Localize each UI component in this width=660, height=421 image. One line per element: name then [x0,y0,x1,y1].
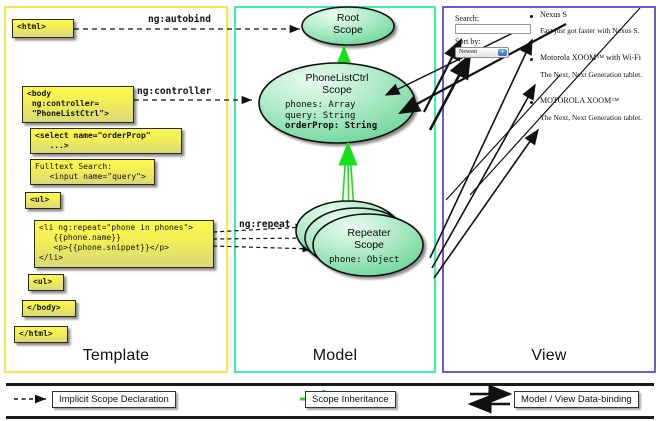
phone-name: Nexus S [540,10,567,19]
chevron-down-icon[interactable]: ▾ [498,49,507,56]
repeater-scope-ellipse-front [312,213,424,277]
legend-divider-top [6,383,654,386]
template-box-ul-close: <ul> [28,274,64,291]
legend-item-scope-inheritance: Scope Inheritance [305,391,396,408]
phone-snippet: Fast just got faster with Nexus S. [540,26,640,35]
sort-by-selected-value: Newest [459,49,477,55]
binding-arrow-phone-2 [431,83,536,269]
binding-arrow-orderprop-in [398,23,567,115]
list-bullet-icon [530,101,533,104]
edge-repeat-2 [212,234,309,242]
sort-by-select[interactable]: Newest ▾ [455,47,509,58]
template-box-li-repeat: <li ng:repeat="phone in phones"> {{phone… [34,220,214,268]
legend-divider-bottom [6,416,654,419]
template-box-body-open: <body ng:controller= "PhoneListCtrl"> [22,86,134,123]
search-input[interactable] [455,24,531,34]
edge-label-controller: ng:controller [137,86,212,97]
phone-snippet: The Next, Next Generation tablet. [540,70,643,79]
list-bullet-icon [530,58,533,61]
template-box-search-input: Fulltext Search: <input name="query"> [30,159,155,185]
binding-arrow-cross-1 [469,7,641,196]
phone-name: MOTOROLA XOOM™ [540,96,620,105]
edge-repeat-3 [212,244,313,253]
legend-item-model-view-data-binding: Model / View Data-binding [514,391,639,408]
template-box-body-close: </body> [22,300,76,317]
edge-label-repeat: ng:repeat [239,219,291,230]
panel-model: Model [234,6,436,373]
sort-by-label: Sort by: [455,37,481,46]
panel-model-label: Model [312,347,358,364]
template-box-html-open: <html> [12,19,74,38]
root-scope-ellipse [301,6,395,46]
template-box-ul-open: <ul> [25,192,61,209]
search-label: Search: [455,14,479,23]
panel-view: View [442,6,656,373]
binding-arrow-to-search [423,38,463,113]
legend-item-implicit-scope-declaration: Implicit Scope Declaration [52,391,176,408]
panel-template-label: Template [82,347,150,364]
binding-arrow-phone-3 [433,128,539,279]
binding-arrow-to-sort [428,52,472,131]
template-box-select: <select name="orderProp" ...> [30,128,182,154]
phone-name: Motorola XOOM™ with Wi-Fi [540,53,641,62]
list-bullet-icon [530,15,533,18]
edge-label-autobind: ng:autobind [148,14,211,25]
template-box-html-close: </html> [14,326,68,343]
binding-arrow-cross-2 [445,74,561,201]
phone-snippet: The Next, Next Generation tablet. [540,113,643,122]
panel-view-label: View [531,347,567,364]
edge-repeat-1 [212,223,306,233]
binding-arrow-phone-1 [429,38,533,259]
